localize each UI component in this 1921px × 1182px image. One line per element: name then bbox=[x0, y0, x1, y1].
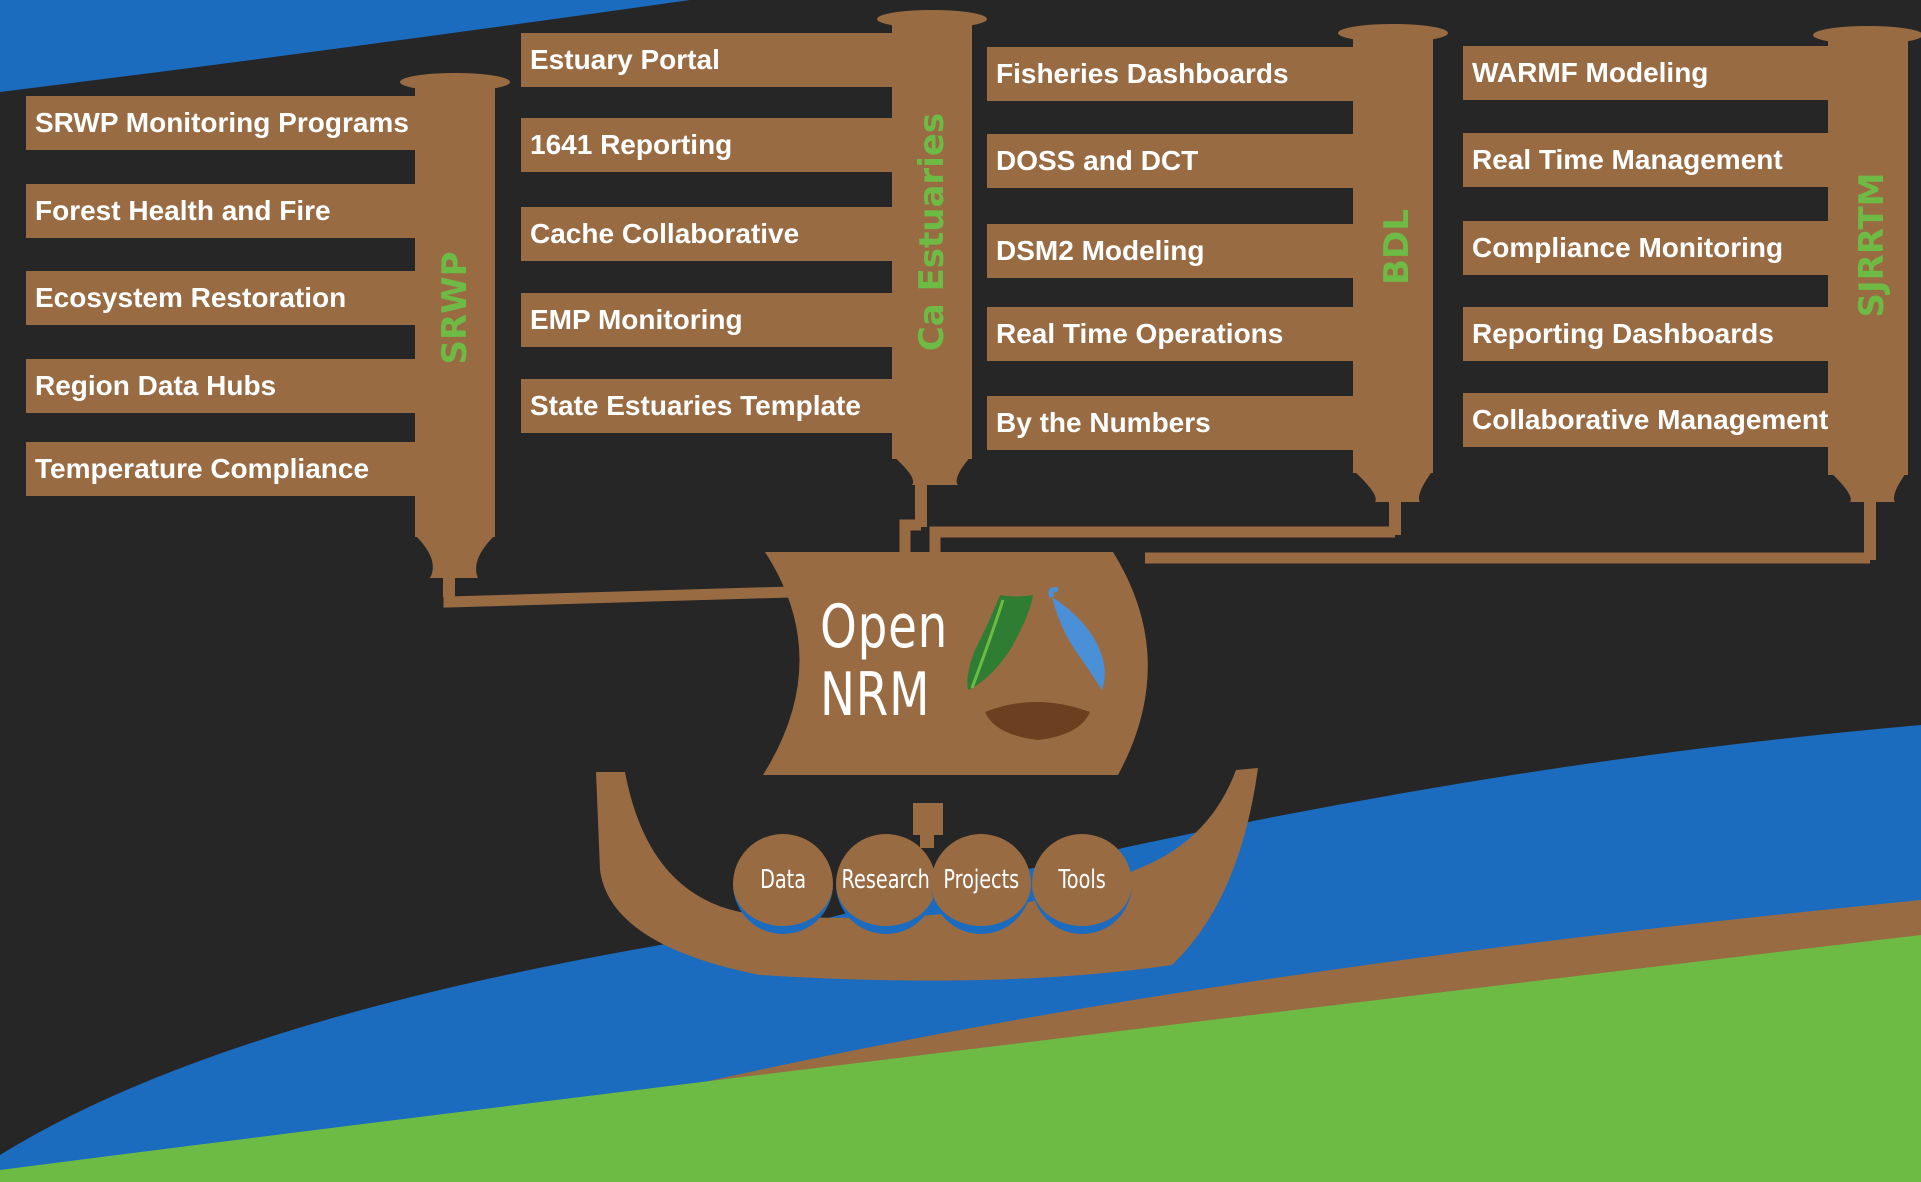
bdl-item[interactable]: DSM2 Modeling bbox=[987, 224, 1355, 278]
brand-line-2: NRM bbox=[820, 660, 931, 730]
sjrrtm-item[interactable]: WARMF Modeling bbox=[1463, 46, 1833, 100]
mast-label-srwp: SRWP bbox=[435, 251, 475, 365]
mast-label-sjrrtm: SJRRTM bbox=[1852, 172, 1892, 318]
ca-estuaries-item[interactable]: Cache Collaborative bbox=[521, 207, 893, 261]
leaf-icon bbox=[967, 595, 1033, 690]
sjrrtm-item[interactable]: Collaborative Management bbox=[1463, 393, 1833, 447]
mast-shapes bbox=[400, 10, 1921, 597]
hull-mast-stub bbox=[913, 803, 943, 835]
sjrrtm-item[interactable]: Compliance Monitoring bbox=[1463, 221, 1833, 275]
shield-data[interactable]: Data bbox=[733, 834, 833, 934]
bdl-item[interactable]: DOSS and DCT bbox=[987, 134, 1355, 188]
logo-mark bbox=[967, 587, 1105, 740]
bdl-item[interactable]: Real Time Operations bbox=[987, 307, 1355, 361]
mast-label-bdl: BDL bbox=[1377, 209, 1417, 285]
ca-estuaries-item[interactable]: EMP Monitoring bbox=[521, 293, 893, 347]
shield-projects[interactable]: Projects bbox=[931, 834, 1031, 934]
fish-icon bbox=[1052, 597, 1105, 690]
sjrrtm-item[interactable]: Real Time Management bbox=[1463, 133, 1833, 187]
ca-estuaries-item[interactable]: 1641 Reporting bbox=[521, 118, 893, 172]
land bbox=[0, 935, 1921, 1182]
srwp-item[interactable]: SRWP Monitoring Programs bbox=[26, 96, 416, 150]
srwp-item[interactable]: Temperature Compliance bbox=[26, 442, 416, 496]
top-water bbox=[0, 0, 690, 92]
shield-tools[interactable]: Tools bbox=[1032, 834, 1132, 934]
soil-icon bbox=[985, 702, 1090, 740]
brand-line-1: Open bbox=[820, 592, 949, 662]
shield-research[interactable]: Research bbox=[836, 834, 936, 934]
sjrrtm-item[interactable]: Reporting Dashboards bbox=[1463, 307, 1833, 361]
srwp-item[interactable]: Region Data Hubs bbox=[26, 359, 416, 413]
rigging-lines bbox=[443, 519, 1870, 608]
srwp-item[interactable]: Forest Health and Fire bbox=[26, 184, 416, 238]
ca-estuaries-item[interactable]: Estuary Portal bbox=[521, 33, 893, 87]
ca-estuaries-item[interactable]: State Estuaries Template bbox=[521, 379, 893, 433]
mast-label-ca-estuaries: Ca Estuaries bbox=[912, 112, 952, 352]
bdl-item[interactable]: Fisheries Dashboards bbox=[987, 47, 1355, 101]
brand-title: Open NRM bbox=[820, 593, 948, 729]
bdl-item[interactable]: By the Numbers bbox=[987, 396, 1355, 450]
srwp-item[interactable]: Ecosystem Restoration bbox=[26, 271, 416, 325]
